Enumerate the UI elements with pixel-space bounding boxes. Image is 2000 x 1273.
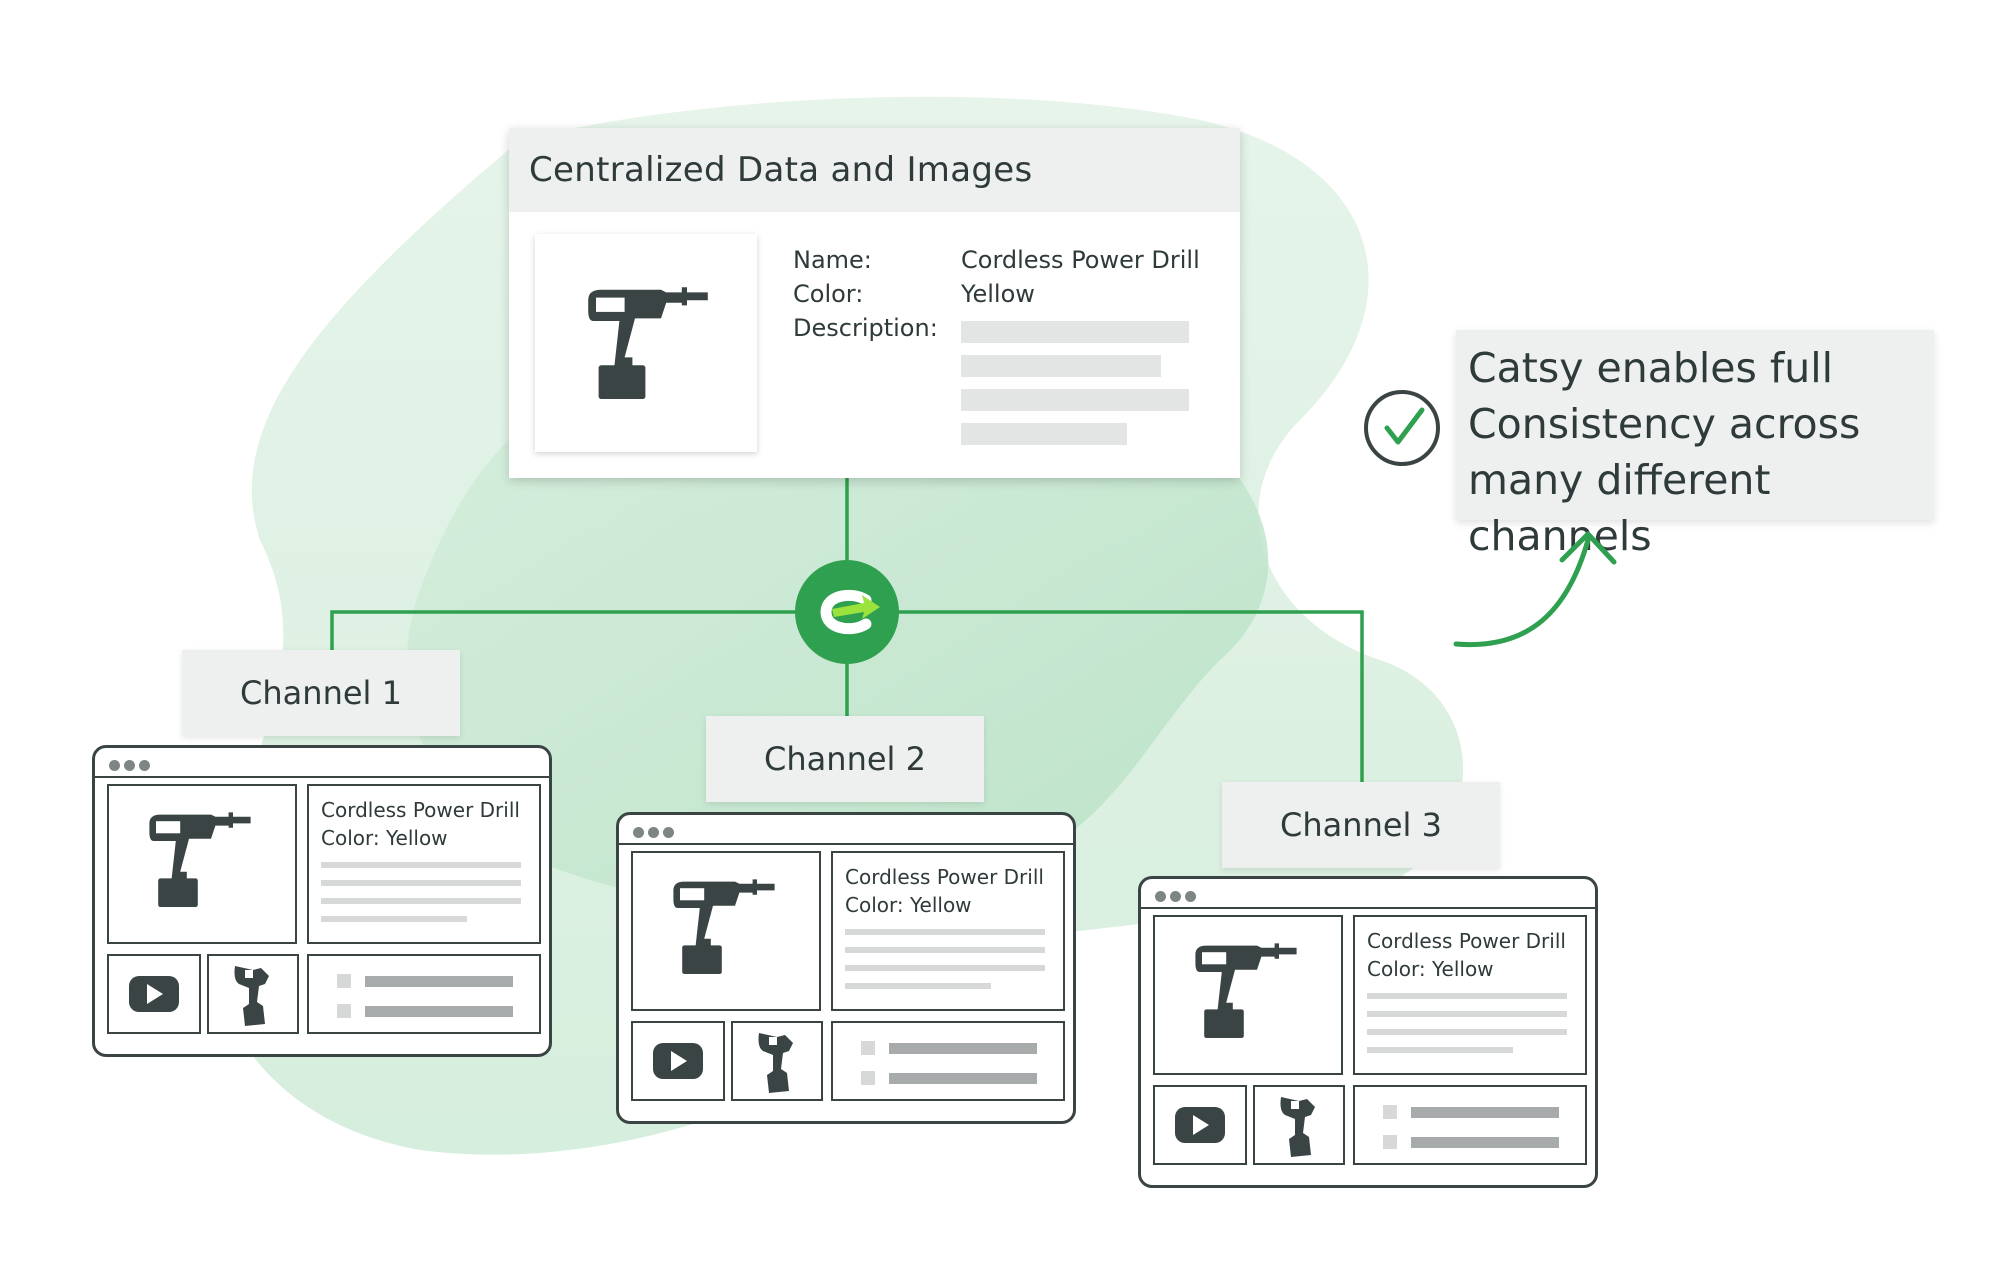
play-video-icon bbox=[653, 1043, 703, 1079]
product-color: Color: Yellow bbox=[321, 826, 448, 850]
spec-box bbox=[831, 1021, 1065, 1101]
spec-box bbox=[1353, 1085, 1587, 1165]
alt-image-box bbox=[731, 1021, 823, 1101]
curved-arrow-icon bbox=[1453, 531, 1617, 648]
drill-icon bbox=[673, 879, 775, 974]
drill-icon bbox=[588, 287, 708, 399]
name-label: Name: bbox=[793, 246, 872, 274]
channel-2-browser-window: Cordless Power Drill Color: Yellow bbox=[616, 812, 1076, 1124]
central-data-card: Centralized Data and Images Name: Color:… bbox=[509, 128, 1240, 478]
product-image-box bbox=[1153, 915, 1343, 1075]
description-label: Description: bbox=[793, 314, 938, 342]
product-info-box: Cordless Power Drill Color: Yellow bbox=[307, 784, 541, 944]
alt-image-box bbox=[1253, 1085, 1345, 1165]
description-placeholder-line bbox=[961, 423, 1127, 445]
alt-image-box bbox=[207, 954, 299, 1034]
product-name: Cordless Power Drill bbox=[1367, 929, 1566, 953]
product-info-box: Cordless Power Drill Color: Yellow bbox=[1353, 915, 1587, 1075]
drill-angle-icon bbox=[234, 966, 269, 1026]
callout-line: Consistency across bbox=[1468, 400, 1861, 448]
catsy-logo-icon bbox=[795, 560, 899, 664]
callout-line: Catsy enables full bbox=[1468, 344, 1834, 392]
channel-3-browser-window: Cordless Power Drill Color: Yellow bbox=[1138, 876, 1598, 1188]
central-product-image bbox=[535, 234, 757, 452]
product-name: Cordless Power Drill bbox=[845, 865, 1044, 889]
product-color: Color: Yellow bbox=[845, 893, 972, 917]
color-label: Color: bbox=[793, 280, 864, 308]
product-color: Color: Yellow bbox=[1367, 957, 1494, 981]
name-value: Cordless Power Drill bbox=[961, 246, 1200, 274]
video-thumb-box bbox=[1153, 1085, 1247, 1165]
check-circle-icon bbox=[1364, 390, 1440, 466]
central-card-title: Centralized Data and Images bbox=[509, 128, 1240, 212]
channel-1-browser-window: Cordless Power Drill Color: Yellow bbox=[92, 745, 552, 1057]
window-controls bbox=[1155, 887, 1200, 906]
product-image-box bbox=[107, 784, 297, 944]
product-name: Cordless Power Drill bbox=[321, 798, 520, 822]
video-thumb-box bbox=[631, 1021, 725, 1101]
product-info-box: Cordless Power Drill Color: Yellow bbox=[831, 851, 1065, 1011]
color-value: Yellow bbox=[961, 280, 1035, 308]
channel-2-label: Channel 2 bbox=[706, 716, 984, 802]
play-video-icon bbox=[1175, 1107, 1225, 1143]
drill-angle-icon bbox=[758, 1033, 793, 1093]
window-controls bbox=[633, 823, 678, 842]
video-thumb-box bbox=[107, 954, 201, 1034]
description-placeholder-line bbox=[961, 355, 1161, 377]
channel-3-label: Channel 3 bbox=[1222, 782, 1500, 868]
window-controls bbox=[109, 756, 154, 775]
description-placeholder-line bbox=[961, 389, 1189, 411]
drill-icon bbox=[1195, 943, 1297, 1038]
product-image-box bbox=[631, 851, 821, 1011]
play-video-icon bbox=[129, 976, 179, 1012]
drill-angle-icon bbox=[1280, 1097, 1315, 1157]
drill-icon bbox=[149, 812, 251, 907]
callout-line: many different channels bbox=[1468, 456, 1771, 560]
channel-1-label: Channel 1 bbox=[182, 650, 460, 736]
description-placeholder-line bbox=[961, 321, 1189, 343]
consistency-callout: Catsy enables full Consistency across ma… bbox=[1456, 330, 1934, 560]
spec-box bbox=[307, 954, 541, 1034]
